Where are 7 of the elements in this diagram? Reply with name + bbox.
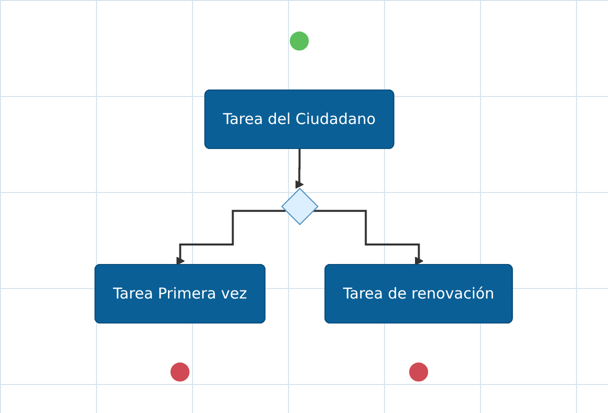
- arrow: [313, 210, 424, 266]
- node-diamond: [281, 188, 319, 226]
- arrow: [176, 210, 286, 266]
- arrow: [295, 148, 304, 189]
- node-circle: [290, 32, 310, 50]
- node-circle: [409, 362, 428, 382]
- node-circle: [170, 362, 190, 382]
